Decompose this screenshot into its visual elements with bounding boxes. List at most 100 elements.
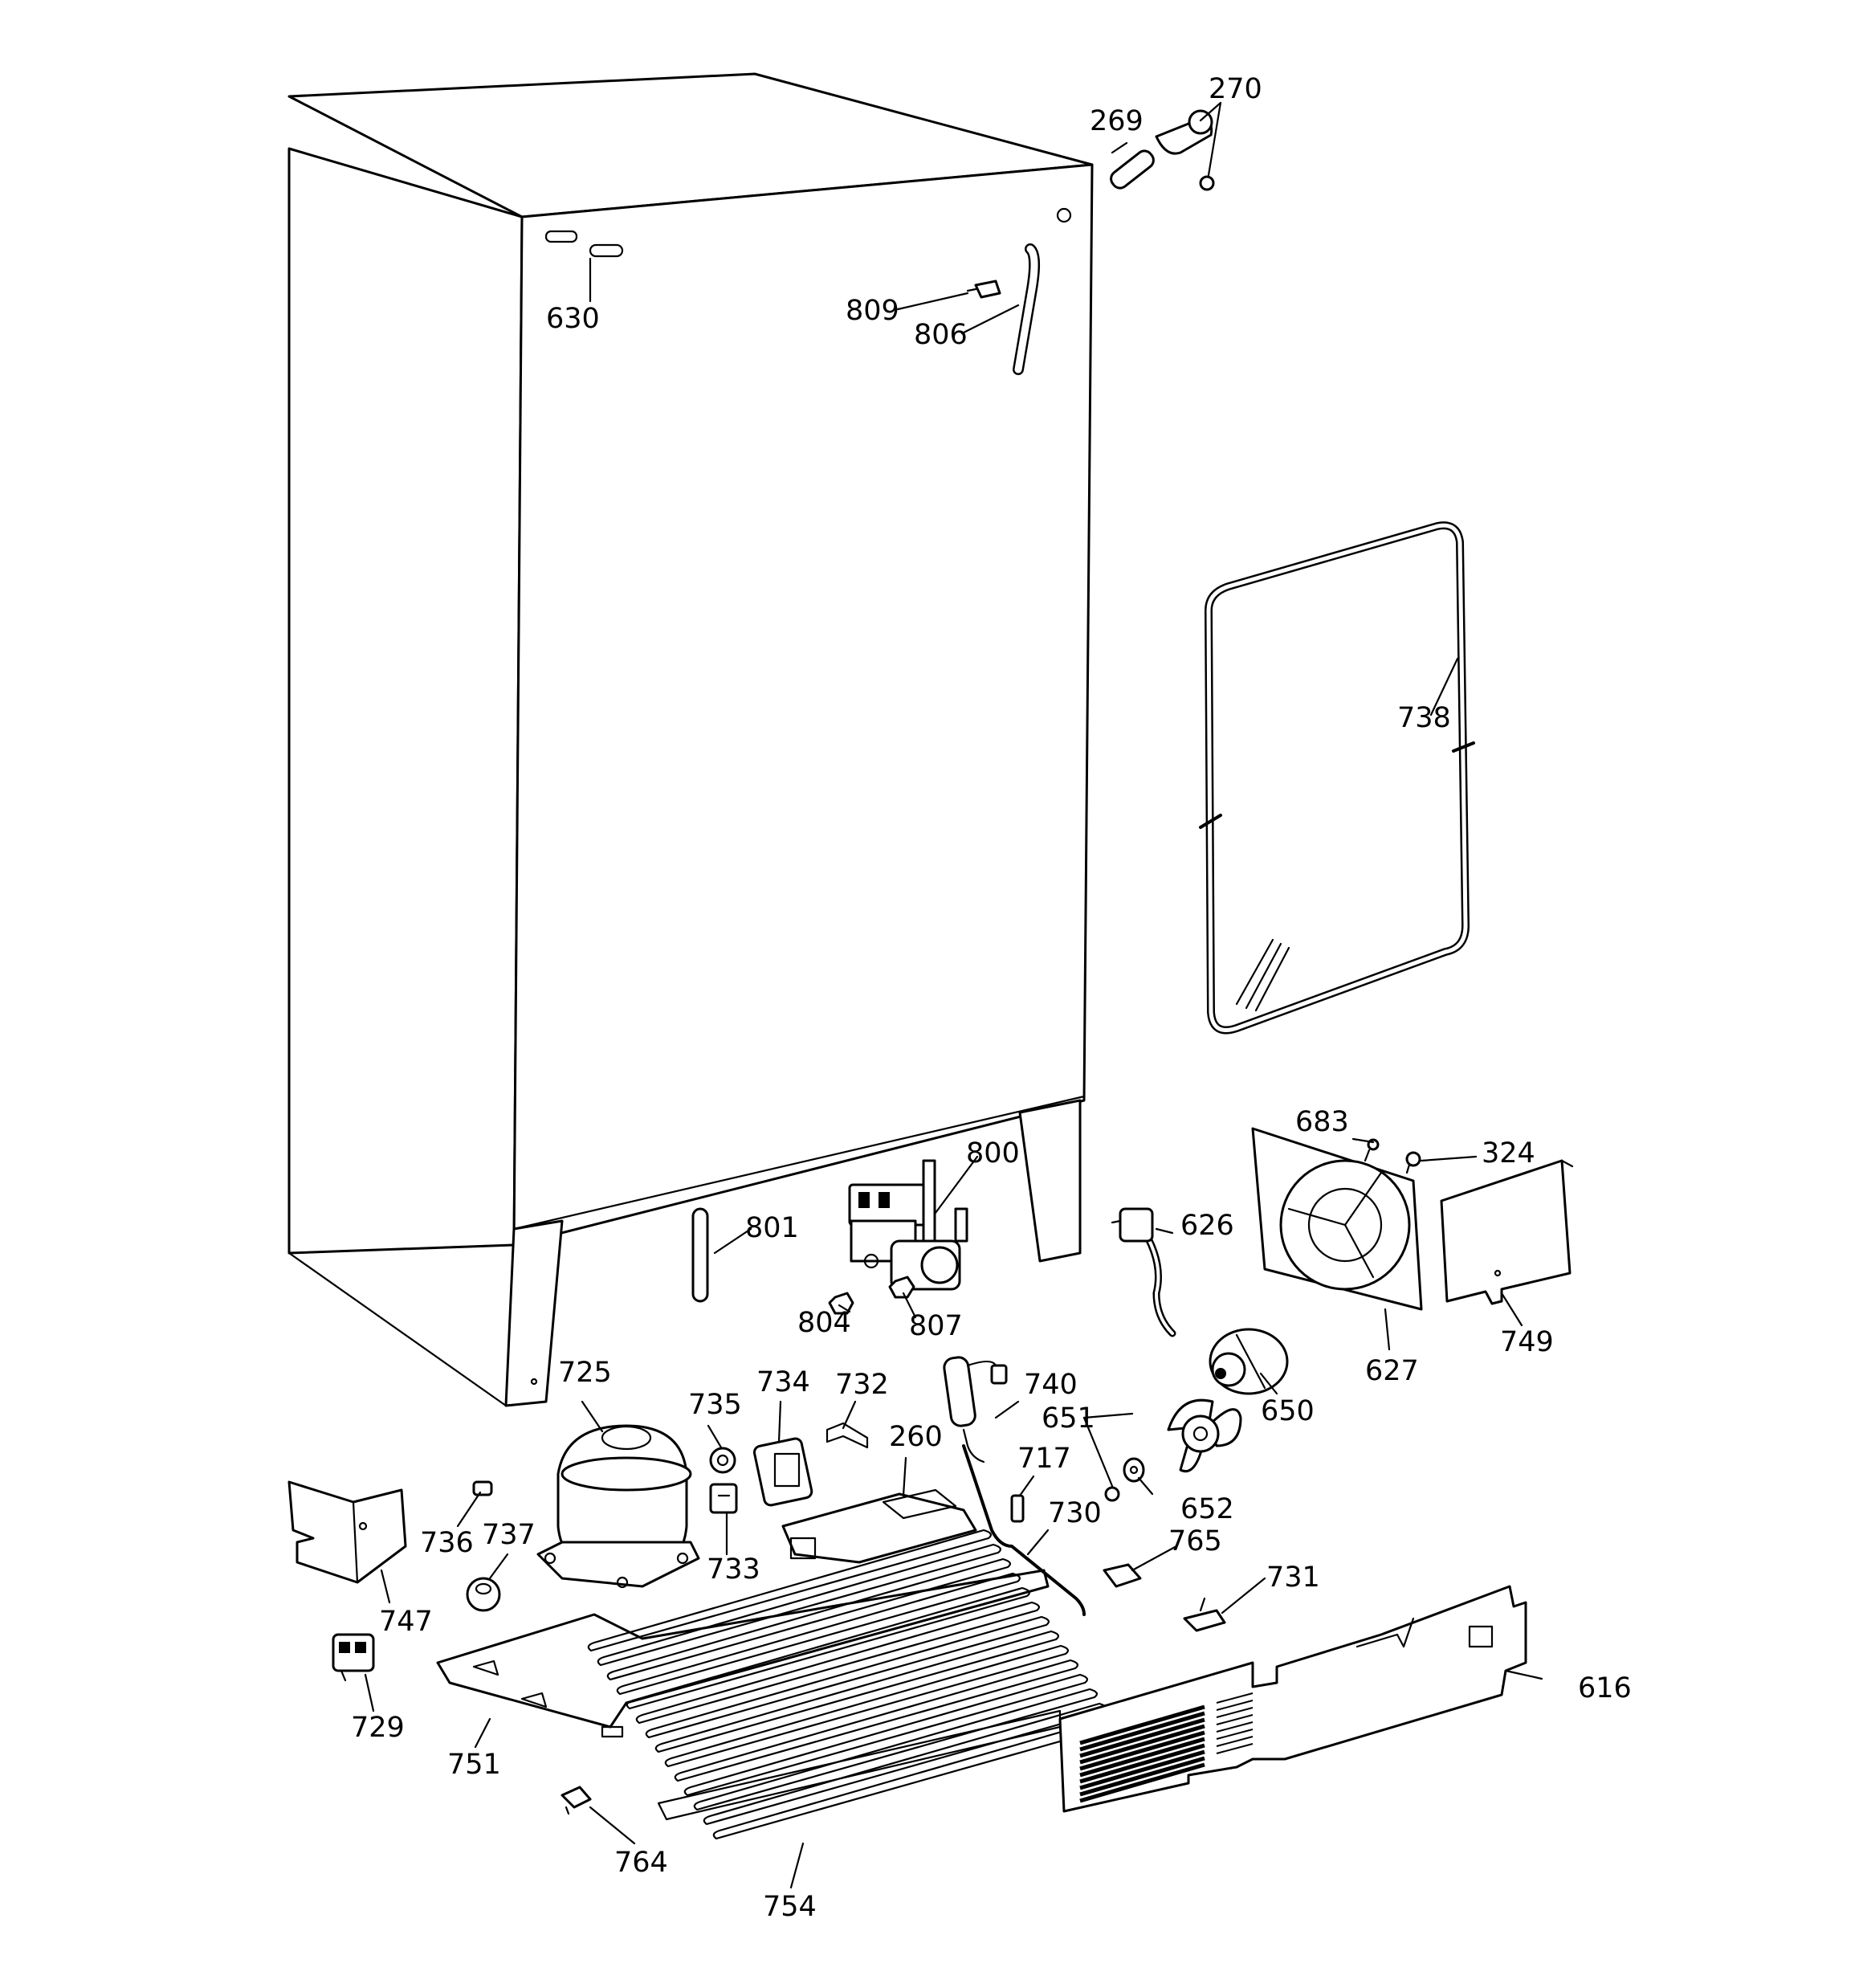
part-806-tube — [1013, 243, 1040, 375]
part-807-nut — [888, 1276, 915, 1299]
grille-slot — [1079, 1737, 1205, 1778]
part-260-drain-pan — [781, 1488, 977, 1564]
callout-683: 683 — [1295, 1106, 1349, 1138]
grille-slot — [1216, 1743, 1254, 1754]
coil-tube — [635, 1601, 1040, 1725]
part-765-clip — [1103, 1563, 1142, 1588]
part-800-water-valve — [848, 1159, 968, 1291]
coil-tube — [616, 1572, 1021, 1696]
callout-801: 801 — [745, 1212, 799, 1244]
callout-765: 765 — [1168, 1525, 1222, 1557]
callout-630: 630 — [546, 303, 600, 335]
part-270-valve-handle — [1155, 109, 1215, 191]
callout-270: 270 — [1209, 73, 1262, 105]
cabinet — [287, 72, 1094, 1407]
part-738-gasket-frame — [1199, 521, 1475, 1035]
part-733-relay — [709, 1483, 738, 1514]
callout-740: 740 — [1024, 1369, 1078, 1401]
part-269-tube — [1110, 149, 1155, 190]
part-730-condenser-coil — [587, 1444, 1117, 1840]
grille-slot — [1079, 1717, 1205, 1758]
part-732-clip — [826, 1422, 869, 1449]
coil-tube — [674, 1659, 1078, 1782]
coil-tube — [597, 1543, 1001, 1667]
callout-733: 733 — [707, 1553, 760, 1586]
part-650-fan-motor — [1209, 1328, 1289, 1395]
grille-slot — [1079, 1730, 1205, 1771]
coil-tube — [626, 1586, 1030, 1710]
coil-tube — [645, 1615, 1050, 1739]
part-734-overload — [752, 1437, 813, 1507]
callout-807: 807 — [909, 1310, 963, 1342]
callout-764: 764 — [614, 1847, 668, 1879]
part-683-screw — [1364, 1138, 1380, 1162]
callout-734: 734 — [756, 1366, 810, 1398]
callout-804: 804 — [797, 1307, 851, 1339]
callout-749: 749 — [1500, 1326, 1554, 1358]
part-717-clip — [1010, 1494, 1025, 1523]
callout-738: 738 — [1397, 702, 1451, 734]
callout-616: 616 — [1578, 1672, 1632, 1704]
part-729-relay — [332, 1633, 375, 1682]
part-804-nut — [828, 1292, 854, 1315]
callout-651: 651 — [1042, 1402, 1095, 1435]
part-736-clip — [472, 1480, 493, 1496]
part-627-fan-shroud — [1251, 1127, 1423, 1311]
callout-627: 627 — [1365, 1355, 1419, 1387]
part-737-grommet — [466, 1577, 501, 1612]
coil-tube — [606, 1557, 1011, 1681]
coil-tube — [654, 1630, 1059, 1753]
grille-slot — [1216, 1736, 1254, 1747]
part-764-clip — [561, 1786, 592, 1815]
grille-slot — [1079, 1762, 1205, 1803]
grille-slot — [1216, 1729, 1254, 1740]
callout-751: 751 — [447, 1749, 501, 1781]
callout-626: 626 — [1180, 1210, 1234, 1242]
callout-806: 806 — [914, 319, 968, 351]
callout-800: 800 — [966, 1137, 1020, 1170]
callout-731: 731 — [1266, 1561, 1320, 1594]
coil-tube — [693, 1688, 1098, 1811]
grille-slot — [1216, 1721, 1254, 1733]
part-735-grommet — [709, 1447, 736, 1474]
grille-slot — [1079, 1704, 1205, 1745]
grille-slot — [1079, 1756, 1205, 1797]
part-324-screw — [1405, 1151, 1421, 1174]
part-749-cover-panel — [1440, 1159, 1574, 1305]
part-626-cord — [1111, 1207, 1176, 1337]
grille-slot — [1079, 1711, 1205, 1752]
callout-736: 736 — [420, 1527, 474, 1559]
part-652-washer — [1123, 1457, 1145, 1483]
callout-725: 725 — [558, 1357, 612, 1389]
callout-324: 324 — [1482, 1137, 1535, 1170]
callout-labels: 269 270 630 809 806 738 683 324 800 801 … — [351, 73, 1632, 1923]
callout-730: 730 — [1048, 1497, 1102, 1529]
part-751-base-plate — [436, 1569, 1050, 1738]
part-747-cover — [287, 1480, 407, 1584]
part-740-capacitor — [943, 1356, 1008, 1463]
coil-tube — [683, 1673, 1088, 1797]
part-616-grille — [1058, 1585, 1527, 1813]
callout-717: 717 — [1017, 1443, 1071, 1475]
part-801-tube — [691, 1207, 709, 1303]
callout-809: 809 — [846, 295, 899, 327]
grille-slot — [1079, 1724, 1205, 1765]
part-725-compressor — [536, 1424, 700, 1589]
callout-754: 754 — [763, 1891, 817, 1923]
callout-729: 729 — [351, 1712, 405, 1744]
leader-lines — [364, 101, 1543, 1889]
callout-652: 652 — [1180, 1493, 1234, 1525]
grille-slot — [1216, 1707, 1254, 1718]
callout-269: 269 — [1090, 105, 1143, 137]
grille-slot — [1079, 1743, 1205, 1784]
callout-735: 735 — [688, 1389, 742, 1421]
callout-747: 747 — [379, 1606, 433, 1638]
part-809-screw — [966, 280, 1001, 299]
coil-tube — [587, 1529, 992, 1652]
grille-slot — [1079, 1749, 1205, 1790]
callout-650: 650 — [1261, 1395, 1315, 1427]
callout-260: 260 — [889, 1421, 943, 1453]
grille-slot — [1216, 1700, 1254, 1711]
part-731-clip — [1183, 1597, 1226, 1632]
